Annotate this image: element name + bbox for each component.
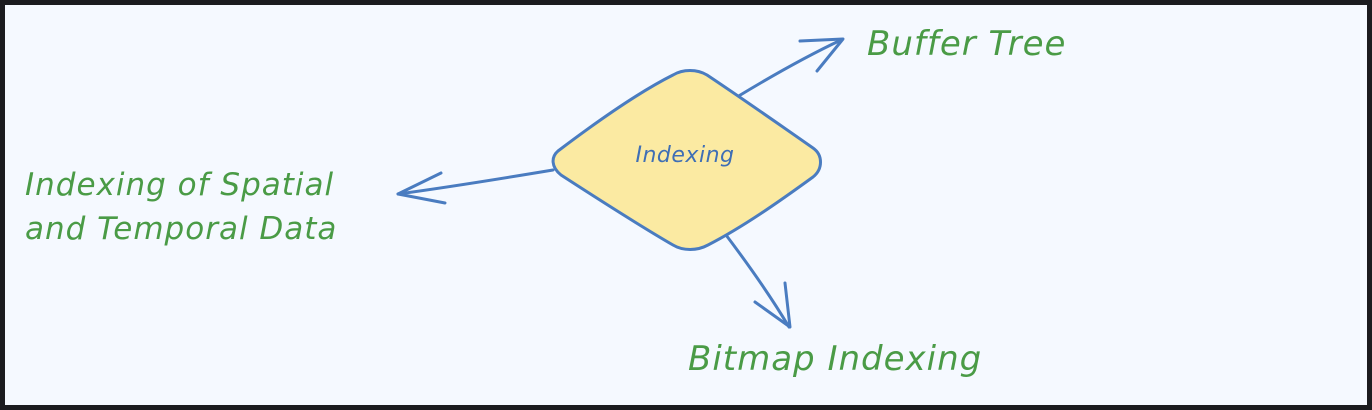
canvas: Indexing Buffer Tree Indexing of Spatial… (5, 5, 1367, 405)
arrow-to-buffer-tree[interactable] (735, 37, 845, 99)
buffer-tree-label: Buffer Tree (867, 24, 1067, 64)
bitmap-indexing-label: Bitmap Indexing (688, 339, 983, 379)
center-node-label: Indexing (635, 143, 735, 168)
center-diamond[interactable] (551, 69, 822, 251)
spatial-temporal-line-2: and Temporal Data (25, 211, 338, 247)
spatial-temporal-line-1: Indexing of Spatial (25, 167, 335, 203)
arrow-to-spatial-temporal[interactable] (396, 168, 555, 205)
diagram-svg (396, 37, 845, 329)
spatial-temporal-label: Indexing of Spatial and Temporal Data (25, 163, 337, 251)
arrow-to-bitmap-indexing[interactable] (721, 229, 792, 329)
